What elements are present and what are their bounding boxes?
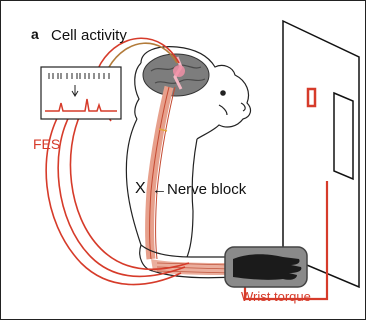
cursor-window bbox=[334, 93, 353, 179]
cell-activity-panel bbox=[41, 67, 121, 119]
wrist-torque-label: Wrist torque bbox=[241, 290, 311, 303]
nerve-block-mark: X bbox=[135, 181, 146, 197]
fes-label: FES bbox=[33, 137, 60, 151]
panel-letter: a bbox=[31, 27, 39, 41]
hand-manipulandum bbox=[225, 247, 307, 287]
spinal-tract bbox=[150, 87, 176, 259]
nerve-block-label: ←Nerve block bbox=[152, 182, 246, 197]
forearm-muscles bbox=[151, 259, 233, 275]
electrode-site bbox=[173, 65, 185, 77]
cell-activity-label: Cell activity bbox=[51, 27, 131, 44]
